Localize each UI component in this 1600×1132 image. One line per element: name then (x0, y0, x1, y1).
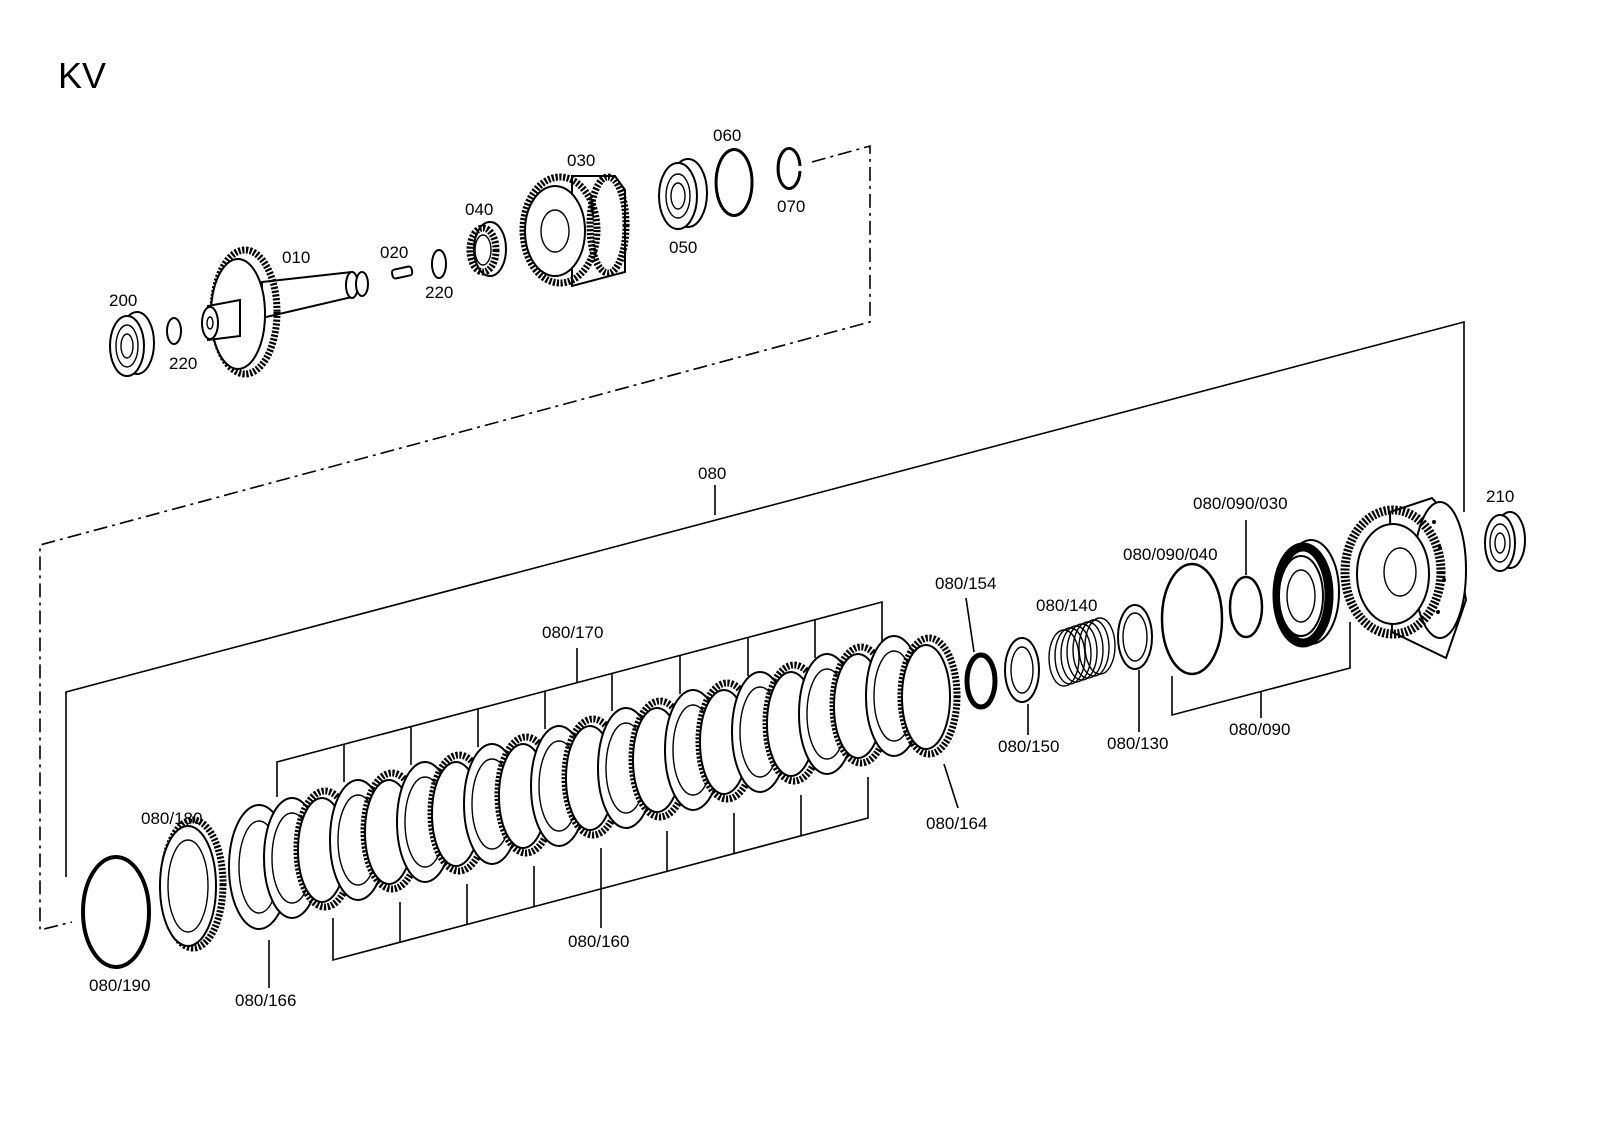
clutch-disc-stack (263, 634, 961, 919)
bracket-080 (65, 320, 1465, 877)
label-200: 200 (109, 291, 137, 310)
part-210-bearing (1484, 511, 1526, 572)
label-080-170: 080/170 (542, 623, 603, 642)
label-040: 040 (465, 200, 493, 219)
comb-080-160 (399, 795, 802, 942)
bracket-080-170 (276, 600, 883, 797)
label-020: 020 (380, 243, 408, 262)
label-080-140: 080/140 (1036, 596, 1097, 615)
label-060: 060 (713, 126, 741, 145)
part-080-090-030-oring (1228, 575, 1264, 639)
label-210: 210 (1486, 487, 1514, 506)
leader-lines (39, 144, 1465, 988)
label-080-166: 080/166 (235, 991, 296, 1010)
label-080-180: 080/180 (141, 809, 202, 828)
label-080-090-030: 080/090/030 (1193, 494, 1288, 513)
part-080-180-end-plate (159, 816, 227, 952)
part-060-snap-ring (714, 148, 754, 217)
part-080-150-disc (1004, 637, 1040, 703)
part-030-gear (519, 173, 630, 288)
label-050: 050 (669, 238, 697, 257)
label-080-090: 080/090 (1229, 720, 1290, 739)
shaft-group (109, 147, 802, 378)
label-080-150: 080/150 (998, 737, 1059, 756)
label-030: 030 (567, 151, 595, 170)
part-040-needle-bearing (466, 221, 507, 277)
part-clutch-housing (1340, 496, 1468, 660)
part-220-ring-right (431, 249, 447, 279)
label-080-160: 080/160 (568, 932, 629, 951)
leader-080-164 (943, 763, 959, 809)
dashdot-connector (39, 144, 871, 932)
label-080-164: 080/164 (926, 814, 987, 833)
label-070: 070 (777, 197, 805, 216)
label-080-090-040: 080/090/040 (1123, 545, 1218, 564)
part-080-164-disc (897, 634, 961, 758)
part-080-140-spring (1048, 617, 1116, 687)
diagram-title: KV (58, 55, 106, 96)
part-010-shaft-gear (201, 246, 369, 378)
part-050-bearing (658, 158, 708, 230)
part-080-190-oring (81, 855, 151, 969)
bracket-080-090 (1171, 622, 1351, 717)
part-labels: 010 020 030 040 050 060 070 200 210 220 … (89, 126, 1514, 1010)
part-200-bearing (109, 311, 155, 377)
part-080-130-disc (1117, 604, 1153, 670)
part-070-snap-ring (776, 147, 802, 190)
label-080-130: 080/130 (1107, 734, 1168, 753)
label-220-right: 220 (425, 283, 453, 302)
label-220-left: 220 (169, 354, 197, 373)
part-080-154-ring (964, 652, 998, 710)
label-080-190: 080/190 (89, 976, 150, 995)
label-080-154: 080/154 (935, 574, 996, 593)
part-020-pin (390, 265, 414, 280)
part-080-090-piston (1272, 539, 1340, 648)
part-220-ring-left (166, 317, 182, 345)
label-080: 080 (698, 464, 726, 483)
comb-080-170 (343, 620, 816, 782)
label-010: 010 (282, 248, 310, 267)
leader-080-154 (965, 597, 975, 653)
part-080-090-040-oring (1160, 562, 1224, 676)
clutch-group (81, 496, 1526, 969)
